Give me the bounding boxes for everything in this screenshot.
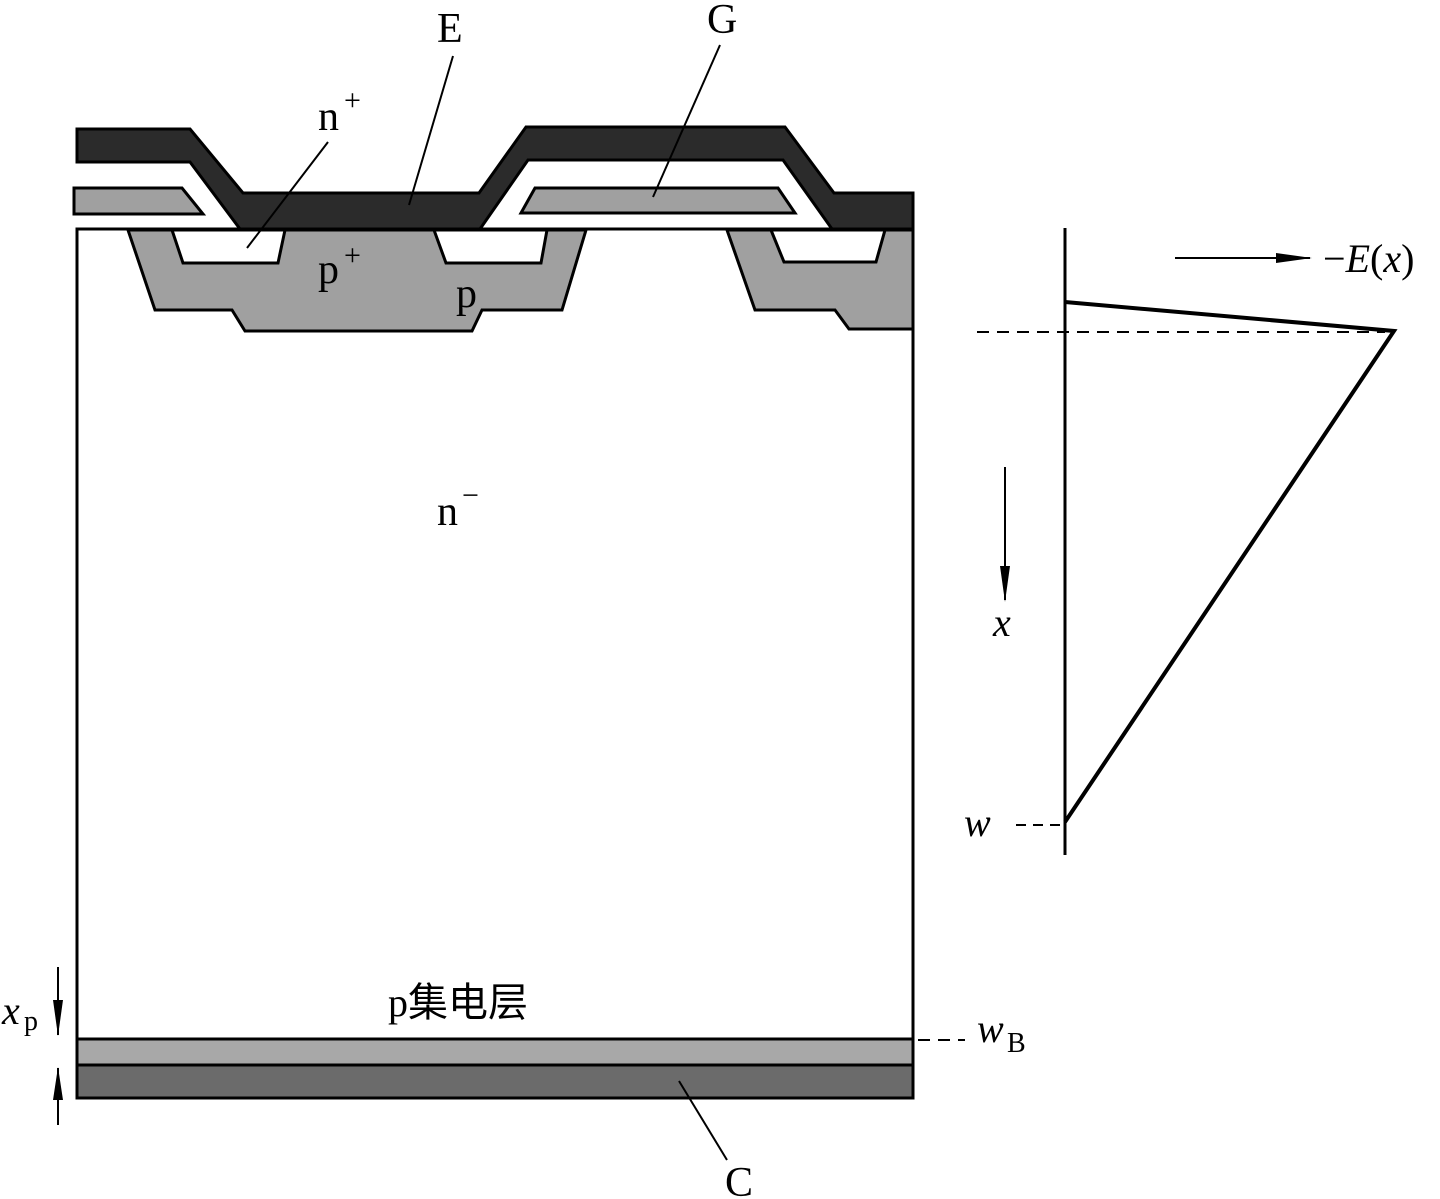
label-field-x: x bbox=[1382, 236, 1401, 281]
label-wB-sub: B bbox=[1007, 1028, 1026, 1059]
label-p-well: p bbox=[456, 271, 477, 317]
collector-metal bbox=[75, 1063, 915, 1100]
label-x-axis: x bbox=[992, 600, 1011, 645]
label-p-plus-sup: + bbox=[344, 239, 361, 272]
label-xp-sub: p bbox=[24, 1006, 38, 1037]
emitter-metal bbox=[75, 125, 915, 231]
label-n-plus: n bbox=[318, 94, 339, 140]
label-w: w bbox=[964, 800, 991, 845]
xp-arrow-down-head bbox=[53, 1000, 63, 1036]
label-n-minus-sup: − bbox=[462, 479, 479, 512]
label-p-collector: p集电层 bbox=[388, 980, 528, 1025]
label-p-plus: p bbox=[318, 247, 339, 293]
label-emitter: E bbox=[437, 6, 463, 52]
label-field-minus: − bbox=[1323, 236, 1346, 281]
gate-poly-center bbox=[518, 186, 798, 215]
label-collector: C bbox=[725, 1160, 753, 1199]
label-field-open: ( bbox=[1370, 236, 1383, 281]
n-plus-right bbox=[768, 228, 887, 264]
label-gate: G bbox=[707, 0, 737, 43]
label-field: −E(x) bbox=[1323, 236, 1414, 281]
n-plus-left-b bbox=[431, 228, 549, 265]
label-wB: w bbox=[977, 1006, 1004, 1051]
field-profile bbox=[1063, 300, 1398, 824]
label-field-close: ) bbox=[1401, 236, 1414, 281]
gate-poly-left bbox=[72, 186, 207, 216]
leader-collector bbox=[678, 1080, 728, 1161]
leader-emitter bbox=[408, 55, 454, 206]
leader-n-plus bbox=[246, 141, 329, 249]
field-arrow-head bbox=[1276, 253, 1312, 263]
label-xp: x bbox=[1, 988, 20, 1033]
x-arrow-head bbox=[1000, 566, 1010, 602]
n-drift-region bbox=[75, 227, 915, 1100]
label-n-plus-sup: + bbox=[344, 84, 361, 117]
leader-gate bbox=[652, 44, 721, 198]
label-field-E: E bbox=[1345, 236, 1370, 281]
p-collector-layer bbox=[75, 1037, 915, 1067]
xp-arrow-up-head bbox=[53, 1067, 63, 1100]
n-plus-left-a bbox=[169, 228, 287, 265]
label-n-minus: n bbox=[437, 489, 458, 535]
